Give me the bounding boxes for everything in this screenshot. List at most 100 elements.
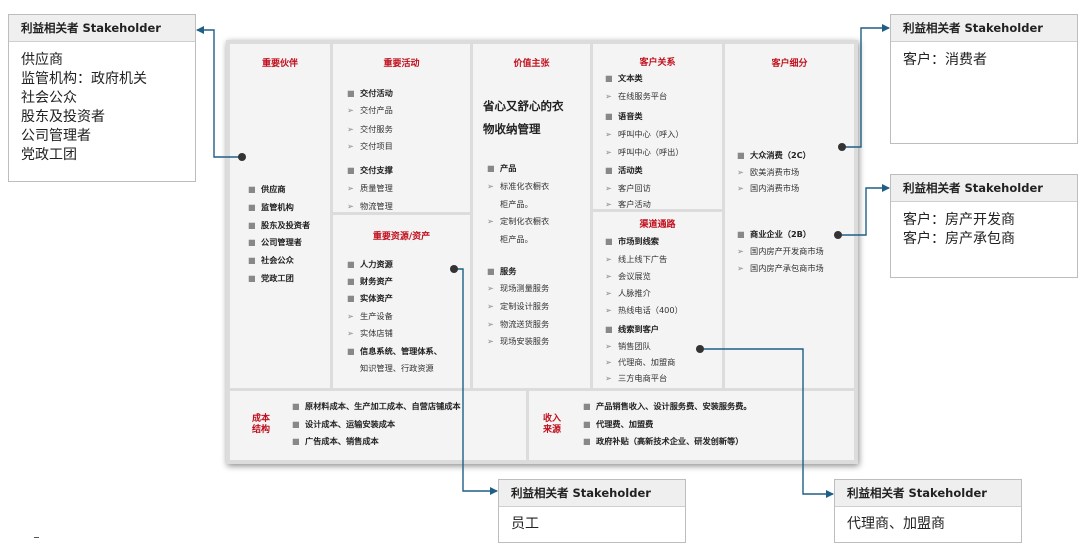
square-bullet-icon: ■ bbox=[583, 401, 591, 411]
canvas-line: ➢呼叫中心（呼出） bbox=[605, 147, 684, 158]
cell-key-resources: 重要资源/资产 ■人力资源■财务资产■实体资产➢生产设备➢实体店铺■信息系统、管… bbox=[333, 215, 470, 388]
canvas-line-text: 柜产品。 bbox=[500, 234, 533, 244]
canvas-line: ■实体资产 bbox=[347, 293, 393, 304]
stakeholder-box-employee: 利益相关者 Stakeholder 员工 bbox=[498, 479, 686, 543]
stakeholder-item: 监管机构：政府机关 bbox=[21, 71, 147, 87]
cell-value-proposition: 价值主张 省心又舒心的衣 物收纳管理 ■产品➢标准化衣橱衣柜产品。➢定制化衣橱衣… bbox=[473, 44, 590, 388]
canvas-line: 知识管理、行政资源 bbox=[347, 363, 434, 374]
stakeholder-item: 股东及投资者 bbox=[21, 109, 105, 125]
canvas-line-text: 呼叫中心（呼入） bbox=[618, 129, 684, 139]
canvas-line: ➢热线电话（400） bbox=[605, 305, 683, 316]
square-bullet-icon: ■ bbox=[248, 184, 256, 194]
canvas-line-text: 物流管理 bbox=[360, 201, 393, 211]
connector-partners bbox=[196, 26, 242, 158]
square-bullet-icon: ■ bbox=[487, 266, 495, 276]
square-bullet-icon: ■ bbox=[292, 401, 300, 411]
canvas-line-text: 客户回访 bbox=[618, 183, 651, 193]
canvas-line-text: 服务 bbox=[500, 266, 517, 276]
stray-mark bbox=[34, 537, 39, 538]
canvas-line: ■商业企业（2B） bbox=[737, 229, 811, 240]
canvas-line-text: 交付服务 bbox=[360, 124, 393, 134]
canvas-line: ➢客户活动 bbox=[605, 199, 651, 209]
stakeholder-header: 利益相关者 Stakeholder bbox=[9, 15, 195, 42]
canvas-line: ■市场到线索 bbox=[605, 236, 659, 247]
stakeholder-item: 客户：消费者 bbox=[903, 52, 987, 68]
stakeholder-box-left: 利益相关者 Stakeholder 供应商监管机构：政府机关社会公众股东及投资者… bbox=[8, 14, 196, 182]
canvas-line-text: 广告成本、销售成本 bbox=[305, 436, 379, 446]
cell-revenue-streams: 收入 来源 ■产品销售收入、设计服务费、安装服务费。■代理费、加盟费■政府补贴（… bbox=[529, 391, 854, 460]
arrow-bullet-icon: ➢ bbox=[605, 271, 612, 281]
canvas-line-text: 语音类 bbox=[618, 111, 643, 121]
canvas-line-text: 生产设备 bbox=[360, 311, 393, 321]
arrow-bullet-icon: ➢ bbox=[487, 319, 494, 329]
arrow-bullet-icon: ➢ bbox=[487, 336, 494, 346]
canvas-line-text: 监管机构 bbox=[261, 202, 294, 212]
dot-developer bbox=[834, 231, 842, 239]
arrow-bullet-icon: ➢ bbox=[605, 199, 612, 209]
title-customer-segments: 客户细分 bbox=[771, 59, 808, 69]
canvas-line-text: 信息系统、管理体系、 bbox=[360, 346, 442, 356]
canvas-line: ➢定制化衣橱衣 bbox=[487, 216, 549, 227]
arrow-bullet-icon: ➢ bbox=[347, 105, 354, 115]
arrow-bullet-icon: ➢ bbox=[347, 124, 354, 134]
canvas-line-text: 活动类 bbox=[618, 165, 643, 175]
cell-key-activities: 重要活动 ■交付活动➢交付产品➢交付服务➢交付项目■交付支撑➢质量管理➢物流管理 bbox=[333, 44, 470, 212]
connector-consumer bbox=[842, 24, 890, 148]
canvas-line-text: 国内消费市场 bbox=[750, 183, 800, 193]
stakeholder-box-agents: 利益相关者 Stakeholder 代理商、加盟商 bbox=[834, 479, 1022, 543]
canvas-line-text: 社会公众 bbox=[261, 255, 294, 265]
canvas-line-text: 人脉推介 bbox=[618, 288, 651, 298]
canvas-line: ➢现场测量服务 bbox=[487, 283, 549, 294]
arrow-bullet-icon: ➢ bbox=[605, 288, 612, 298]
canvas-line: ■产品销售收入、设计服务费、安装服务费。 bbox=[583, 401, 752, 412]
canvas-line-text: 财务资产 bbox=[360, 276, 393, 286]
arrow-bullet-icon: ➢ bbox=[605, 373, 612, 383]
arrow-bullet-icon: ➢ bbox=[605, 129, 612, 139]
square-bullet-icon: ■ bbox=[347, 165, 355, 175]
canvas-line-text: 实体店铺 bbox=[360, 328, 393, 338]
stakeholder-header: 利益相关者 Stakeholder bbox=[891, 175, 1077, 202]
canvas-line-text: 交付项目 bbox=[360, 141, 393, 151]
canvas-line: ■ 信息系统、管理体系、 bbox=[347, 346, 442, 357]
square-bullet-icon: ■ bbox=[248, 202, 256, 212]
cell-key-partners: 重要伙伴 ■供应商■监管机构■股东及投资者■公司管理者■社会公众■党政工团 bbox=[230, 44, 330, 388]
canvas-line: ■ 财务资产 bbox=[347, 276, 393, 287]
arrow-bullet-icon: ➢ bbox=[605, 91, 612, 101]
arrow-bullet-icon: ➢ bbox=[737, 246, 744, 256]
canvas-line: 柜产品。 bbox=[487, 199, 533, 210]
arrow-bullet-icon: ➢ bbox=[347, 201, 354, 211]
arrow-bullet-icon: ➢ bbox=[487, 216, 494, 226]
arrow-bullet-icon: ➢ bbox=[605, 341, 612, 351]
canvas-line-text: 线上线下广告 bbox=[618, 254, 668, 264]
stakeholder-list: 客户：消费者 bbox=[891, 42, 1077, 76]
square-bullet-icon: ■ bbox=[347, 276, 355, 286]
square-bullet-icon: ■ bbox=[605, 165, 613, 175]
canvas-line-text: 销售团队 bbox=[618, 341, 651, 351]
square-bullet-icon: ■ bbox=[248, 255, 256, 265]
cell-channels: 渠道通路 ■市场到线索➢线上线下广告➢会议展览➢人脉推介➢热线电话（400）■线… bbox=[593, 212, 722, 388]
dot-employee bbox=[450, 265, 458, 273]
canvas-line: ➢交付项目 bbox=[347, 141, 393, 152]
dot-consumer bbox=[838, 143, 846, 151]
canvas-line: ■股东及投资者 bbox=[248, 220, 310, 231]
square-bullet-icon: ■ bbox=[605, 236, 613, 246]
canvas-line: ■广告成本、销售成本 bbox=[292, 436, 379, 447]
stakeholder-header: 利益相关者 Stakeholder bbox=[499, 480, 685, 507]
cell-customer-relationships: 客户关系 ■文本类➢在线服务平台■语音类➢呼叫中心（呼入）➢呼叫中心（呼出）■活… bbox=[593, 44, 722, 209]
cell-cost-structure: 成本 结构 ■原材料成本、生产加工成本、自营店铺成本■设计成本、运输安装成本■广… bbox=[230, 391, 526, 460]
canvas-line-text: 交付产品 bbox=[360, 105, 393, 115]
canvas-line: ➢定制设计服务 bbox=[487, 301, 549, 312]
canvas-line: ➢ 物流管理 bbox=[347, 201, 393, 212]
square-bullet-icon: ■ bbox=[347, 346, 355, 356]
canvas-line: ➢物流送货服务 bbox=[487, 319, 549, 330]
stakeholder-list: 员工 bbox=[499, 507, 685, 540]
canvas-line: ➢现场安装服务 bbox=[487, 336, 549, 347]
canvas-line: ➢ 呼叫中心（呼入） bbox=[605, 129, 684, 140]
arrow-bullet-icon: ➢ bbox=[605, 183, 612, 193]
stakeholder-item: 代理商、加盟商 bbox=[847, 516, 945, 532]
canvas-line: ➢国内消费市场 bbox=[737, 183, 799, 194]
square-bullet-icon: ■ bbox=[605, 111, 613, 121]
square-bullet-icon: ■ bbox=[583, 419, 591, 429]
canvas-line-text: 欧美消费市场 bbox=[750, 167, 800, 177]
stakeholder-header: 利益相关者 Stakeholder bbox=[891, 15, 1077, 42]
